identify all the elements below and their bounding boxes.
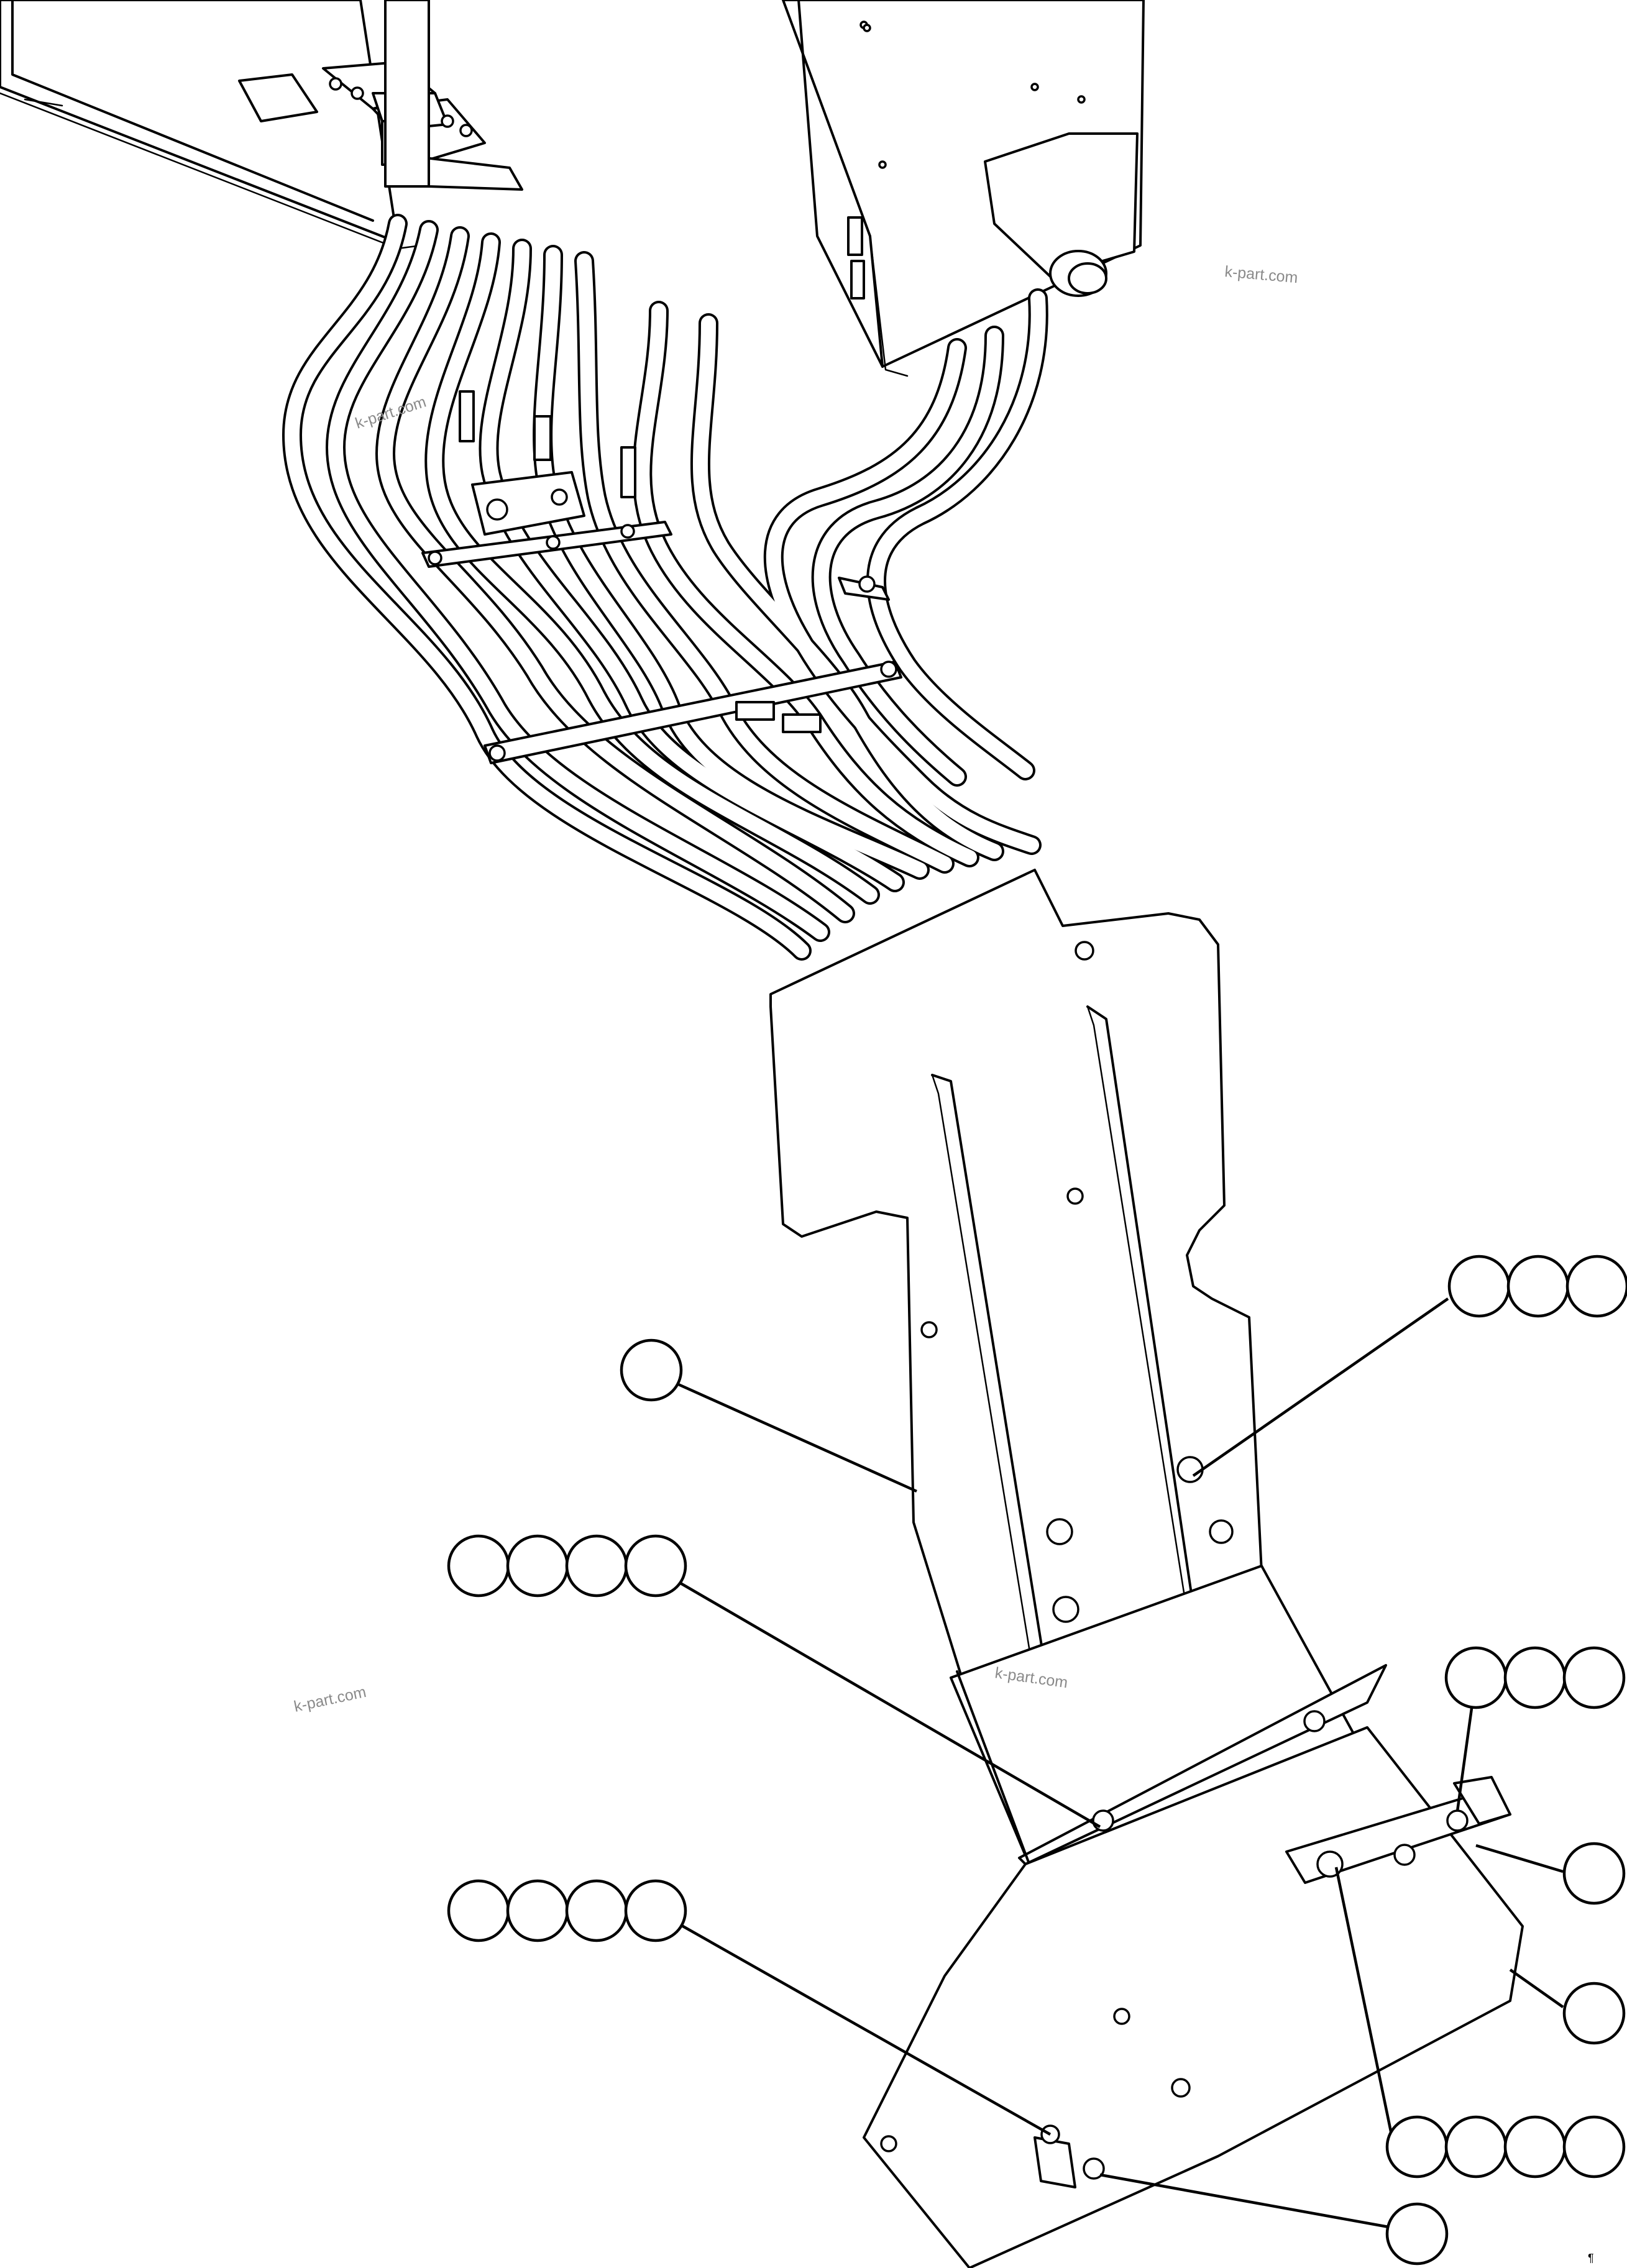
watermark: k-part.com — [1224, 263, 1298, 286]
callout-balloon[interactable] — [447, 1879, 510, 1942]
bottom-pan — [863, 1726, 1524, 2268]
callout-balloon[interactable] — [1444, 1646, 1508, 1709]
callout-group-right-single-b[interactable] — [1562, 1982, 1626, 2045]
left-cabinet — [0, 0, 523, 250]
callout-group-left-middle[interactable] — [447, 1534, 687, 1598]
callout-balloon[interactable] — [506, 1879, 569, 1942]
cabinet-latch — [238, 0, 523, 191]
callout-balloon[interactable] — [1565, 1255, 1627, 1318]
hose-bundle — [282, 214, 1048, 961]
right-side-bracket — [1285, 1776, 1511, 1884]
middle-clamp-bar — [484, 661, 902, 764]
callout-balloon[interactable] — [1562, 1842, 1626, 1905]
upper-hose-clamp — [459, 390, 636, 536]
callout-balloon[interactable] — [620, 1338, 683, 1402]
watermark: k-part.com — [292, 1683, 367, 1716]
callout-balloon[interactable] — [1562, 2115, 1626, 2179]
lower-hopper — [950, 1565, 1387, 1890]
cabinet-knob-plate — [984, 132, 1139, 297]
callout-balloon[interactable] — [447, 1534, 510, 1598]
callout-balloon[interactable] — [1503, 1646, 1567, 1709]
leader-lines — [674, 1297, 1564, 2229]
callout-balloon[interactable] — [1562, 1982, 1626, 2045]
callout-balloon[interactable] — [1506, 1255, 1570, 1318]
callout-group-bottom[interactable] — [1385, 2202, 1449, 2266]
right-cabinet — [782, 0, 1145, 377]
callout-group-right-single-a[interactable] — [1562, 1842, 1626, 1905]
callout-balloon[interactable] — [1562, 1646, 1626, 1709]
callout-balloon[interactable] — [565, 1534, 628, 1598]
upper-guard-plate — [769, 869, 1263, 1778]
callout-balloon[interactable] — [624, 1879, 687, 1942]
callout-balloon[interactable] — [1447, 1255, 1511, 1318]
callout-balloon[interactable] — [1385, 2115, 1449, 2179]
callout-balloon[interactable] — [1444, 2115, 1508, 2179]
callout-group-left-upper[interactable] — [620, 1338, 683, 1402]
callout-balloon[interactable] — [565, 1879, 628, 1942]
callout-group-right-middle[interactable] — [1444, 1646, 1626, 1709]
callout-balloon[interactable] — [1385, 2202, 1449, 2266]
callout-balloon[interactable] — [506, 1534, 569, 1598]
callout-balloon[interactable] — [624, 1534, 687, 1598]
corner-mark: ¶ — [1588, 2252, 1594, 2264]
callout-group-right-lower[interactable] — [1385, 2115, 1626, 2179]
callout-group-top-right[interactable] — [1447, 1255, 1627, 1318]
bottom-bracket — [1033, 2124, 1105, 2188]
callout-balloon[interactable] — [1503, 2115, 1567, 2179]
side-bracket — [838, 575, 890, 601]
upper-clamp-bar — [421, 521, 672, 568]
callout-group-left-lower[interactable] — [447, 1879, 687, 1942]
